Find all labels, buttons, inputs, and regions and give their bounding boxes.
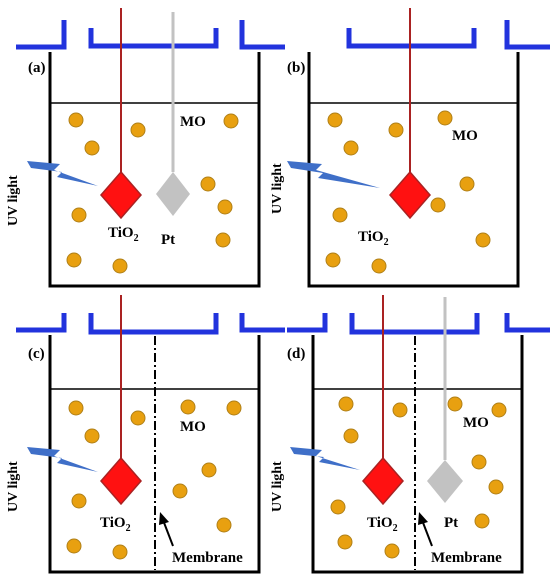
pt-electrode [156, 172, 190, 216]
uv-label: UV light [270, 461, 285, 512]
tio2-electrode [389, 170, 431, 220]
mo-particle [216, 517, 232, 533]
mo-particle [371, 258, 387, 274]
mo-particle [437, 110, 453, 126]
mo-particle [71, 493, 87, 509]
mo-particles [66, 112, 239, 274]
lid-center [349, 313, 480, 335]
lid-right [239, 20, 285, 50]
solution-label: MO [180, 419, 206, 435]
tio2-label: TiO2 [358, 229, 389, 248]
mo-particle [343, 428, 359, 444]
tio2-label: TiO2 [108, 225, 139, 244]
mo-particle [66, 252, 82, 268]
lid-center [88, 313, 219, 335]
lid-center [88, 28, 219, 49]
mo-particle [330, 499, 346, 515]
mo-particle [223, 113, 239, 129]
panel-label: (d) [287, 346, 305, 362]
tio2-electrode [362, 456, 404, 506]
mo-particle [343, 140, 359, 156]
mo-particle [84, 428, 100, 444]
mo-particle [332, 207, 348, 223]
membrane-arrow-icon [418, 512, 433, 547]
mo-particle [68, 400, 84, 416]
uv-label: UV light [6, 175, 21, 226]
uv-lightning-icon [287, 161, 380, 188]
panel-label: (b) [287, 60, 305, 76]
membrane-label: Membrane [431, 550, 502, 566]
lid-left [16, 20, 67, 50]
lid-right [504, 313, 550, 333]
uv-label: UV light [270, 163, 285, 214]
beaker [307, 52, 520, 288]
mo-particle [459, 176, 475, 192]
mo-particles [330, 396, 507, 559]
panel-c: UV light (c) MO TiO2 Membrane [6, 295, 285, 574]
mo-particle [130, 122, 146, 138]
mo-particle [201, 462, 217, 478]
membrane-label: Membrane [172, 550, 243, 566]
mo-particle [447, 396, 463, 412]
solution-label: MO [452, 128, 478, 144]
panel-b: UV light (b) MO TiO2 [270, 8, 550, 288]
mo-particle [392, 402, 408, 418]
tio2-label: TiO2 [100, 515, 131, 534]
mo-particle [84, 140, 100, 156]
mo-particles [325, 110, 491, 274]
mo-particle [488, 479, 504, 495]
mo-particle [215, 232, 231, 248]
mo-particle [180, 399, 196, 415]
mo-particle [338, 396, 354, 412]
mo-particle [200, 176, 216, 192]
panel-label: (c) [28, 346, 45, 362]
mo-particle [112, 544, 128, 560]
lid-left [16, 313, 67, 333]
tio2-electrode [100, 456, 142, 506]
mo-particle [66, 538, 82, 554]
mo-particle [226, 400, 242, 416]
mo-particle [68, 112, 84, 128]
tio2-label: TiO2 [367, 515, 398, 534]
mo-particle [71, 207, 87, 223]
mo-particle [384, 543, 400, 559]
panel-label: (a) [28, 60, 46, 76]
pt-electrode [427, 460, 463, 503]
beaker [48, 52, 261, 288]
lid-right [239, 313, 285, 333]
mo-particle [327, 112, 343, 128]
uv-lightning-icon [27, 161, 98, 186]
panel-d: UV light (d) MO TiO2 Pt Membrane [270, 295, 550, 574]
uv-label: UV light [6, 461, 21, 512]
tio2-electrode [100, 170, 142, 220]
mo-particle [172, 483, 188, 499]
solution-label: MO [180, 114, 206, 130]
pt-label: Pt [161, 232, 175, 248]
mo-particle [474, 513, 490, 529]
mo-particle [217, 199, 233, 215]
mo-particle [475, 232, 491, 248]
mo-particle [337, 534, 353, 550]
mo-particle [112, 258, 128, 274]
mo-particle [471, 454, 487, 470]
membrane-arrow-icon [159, 512, 174, 547]
mo-particles [66, 399, 242, 560]
lid-left [287, 313, 328, 333]
solution-label: MO [463, 415, 489, 431]
mo-particle [325, 252, 341, 268]
lid-right [504, 20, 550, 50]
uv-lightning-icon [27, 447, 98, 472]
mo-particle [130, 410, 146, 426]
pt-label: Pt [444, 515, 458, 531]
uv-lightning-icon [290, 447, 360, 470]
mo-particle [430, 197, 446, 213]
panel-a: UV light (a) MO TiO2 Pt [6, 8, 285, 288]
mo-particle [388, 122, 404, 138]
mo-particle [491, 402, 507, 418]
lid-center [346, 28, 477, 49]
